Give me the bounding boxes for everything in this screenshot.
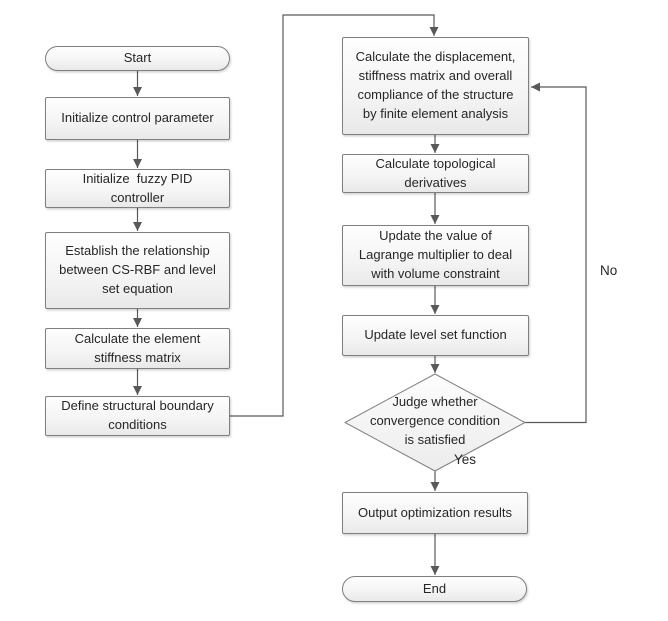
node-label: Establish the relationship between CS-RB… — [59, 243, 216, 296]
flowchart-node-init-fuzzy-pid: Initialize fuzzy PID controller — [45, 169, 230, 208]
node-label: Initialize control parameter — [61, 110, 214, 126]
node-label: Initialize fuzzy PID controller — [82, 170, 193, 205]
node-label: Output optimization results — [358, 504, 512, 520]
flowchart-node-start: Start — [45, 46, 230, 71]
edge-boundary-to-fea — [230, 14, 439, 417]
flowchart-node-lagrange-update: Update the value of Lagrange multiplier … — [342, 225, 529, 286]
node-label: Calculate the element stiffness matrix — [74, 330, 201, 365]
decision-diamond-shape — [343, 373, 527, 472]
edge-decision-no-to-fea — [525, 82, 587, 424]
flowchart-node-init-control-parameter: Initialize control parameter — [45, 97, 230, 140]
flowchart-node-level-set-update: Update level set function — [342, 315, 529, 356]
edge-label-no: No — [600, 263, 618, 278]
node-label: Calculate topological derivatives — [375, 155, 496, 190]
flowchart-node-convergence-decision: Judge whether convergence condition is s… — [369, 394, 501, 447]
node-label: Update level set function — [364, 327, 507, 343]
node-label: Start — [123, 50, 152, 66]
flowchart-node-establish-relationship: Establish the relationship between CS-RB… — [45, 232, 230, 309]
flowchart-node-topological-derivatives: Calculate topological derivatives — [342, 154, 529, 193]
flowchart-node-element-stiffness: Calculate the element stiffness matrix — [45, 328, 230, 369]
node-label: Calculate the displacement, stiffness ma… — [355, 49, 516, 121]
flowchart-node-output-results: Output optimization results — [342, 492, 528, 534]
edge-label-yes: Yes — [454, 452, 477, 467]
node-label: Update the value of Lagrange multiplier … — [358, 228, 513, 281]
node-label: Define structural boundary conditions — [61, 398, 214, 432]
flowchart-node-boundary-conditions: Define structural boundary conditions — [45, 396, 230, 436]
flowchart-node-finite-element-analysis: Calculate the displacement, stiffness ma… — [342, 37, 529, 135]
flowchart-node-end: End — [342, 576, 527, 602]
node-label: End — [422, 580, 447, 596]
